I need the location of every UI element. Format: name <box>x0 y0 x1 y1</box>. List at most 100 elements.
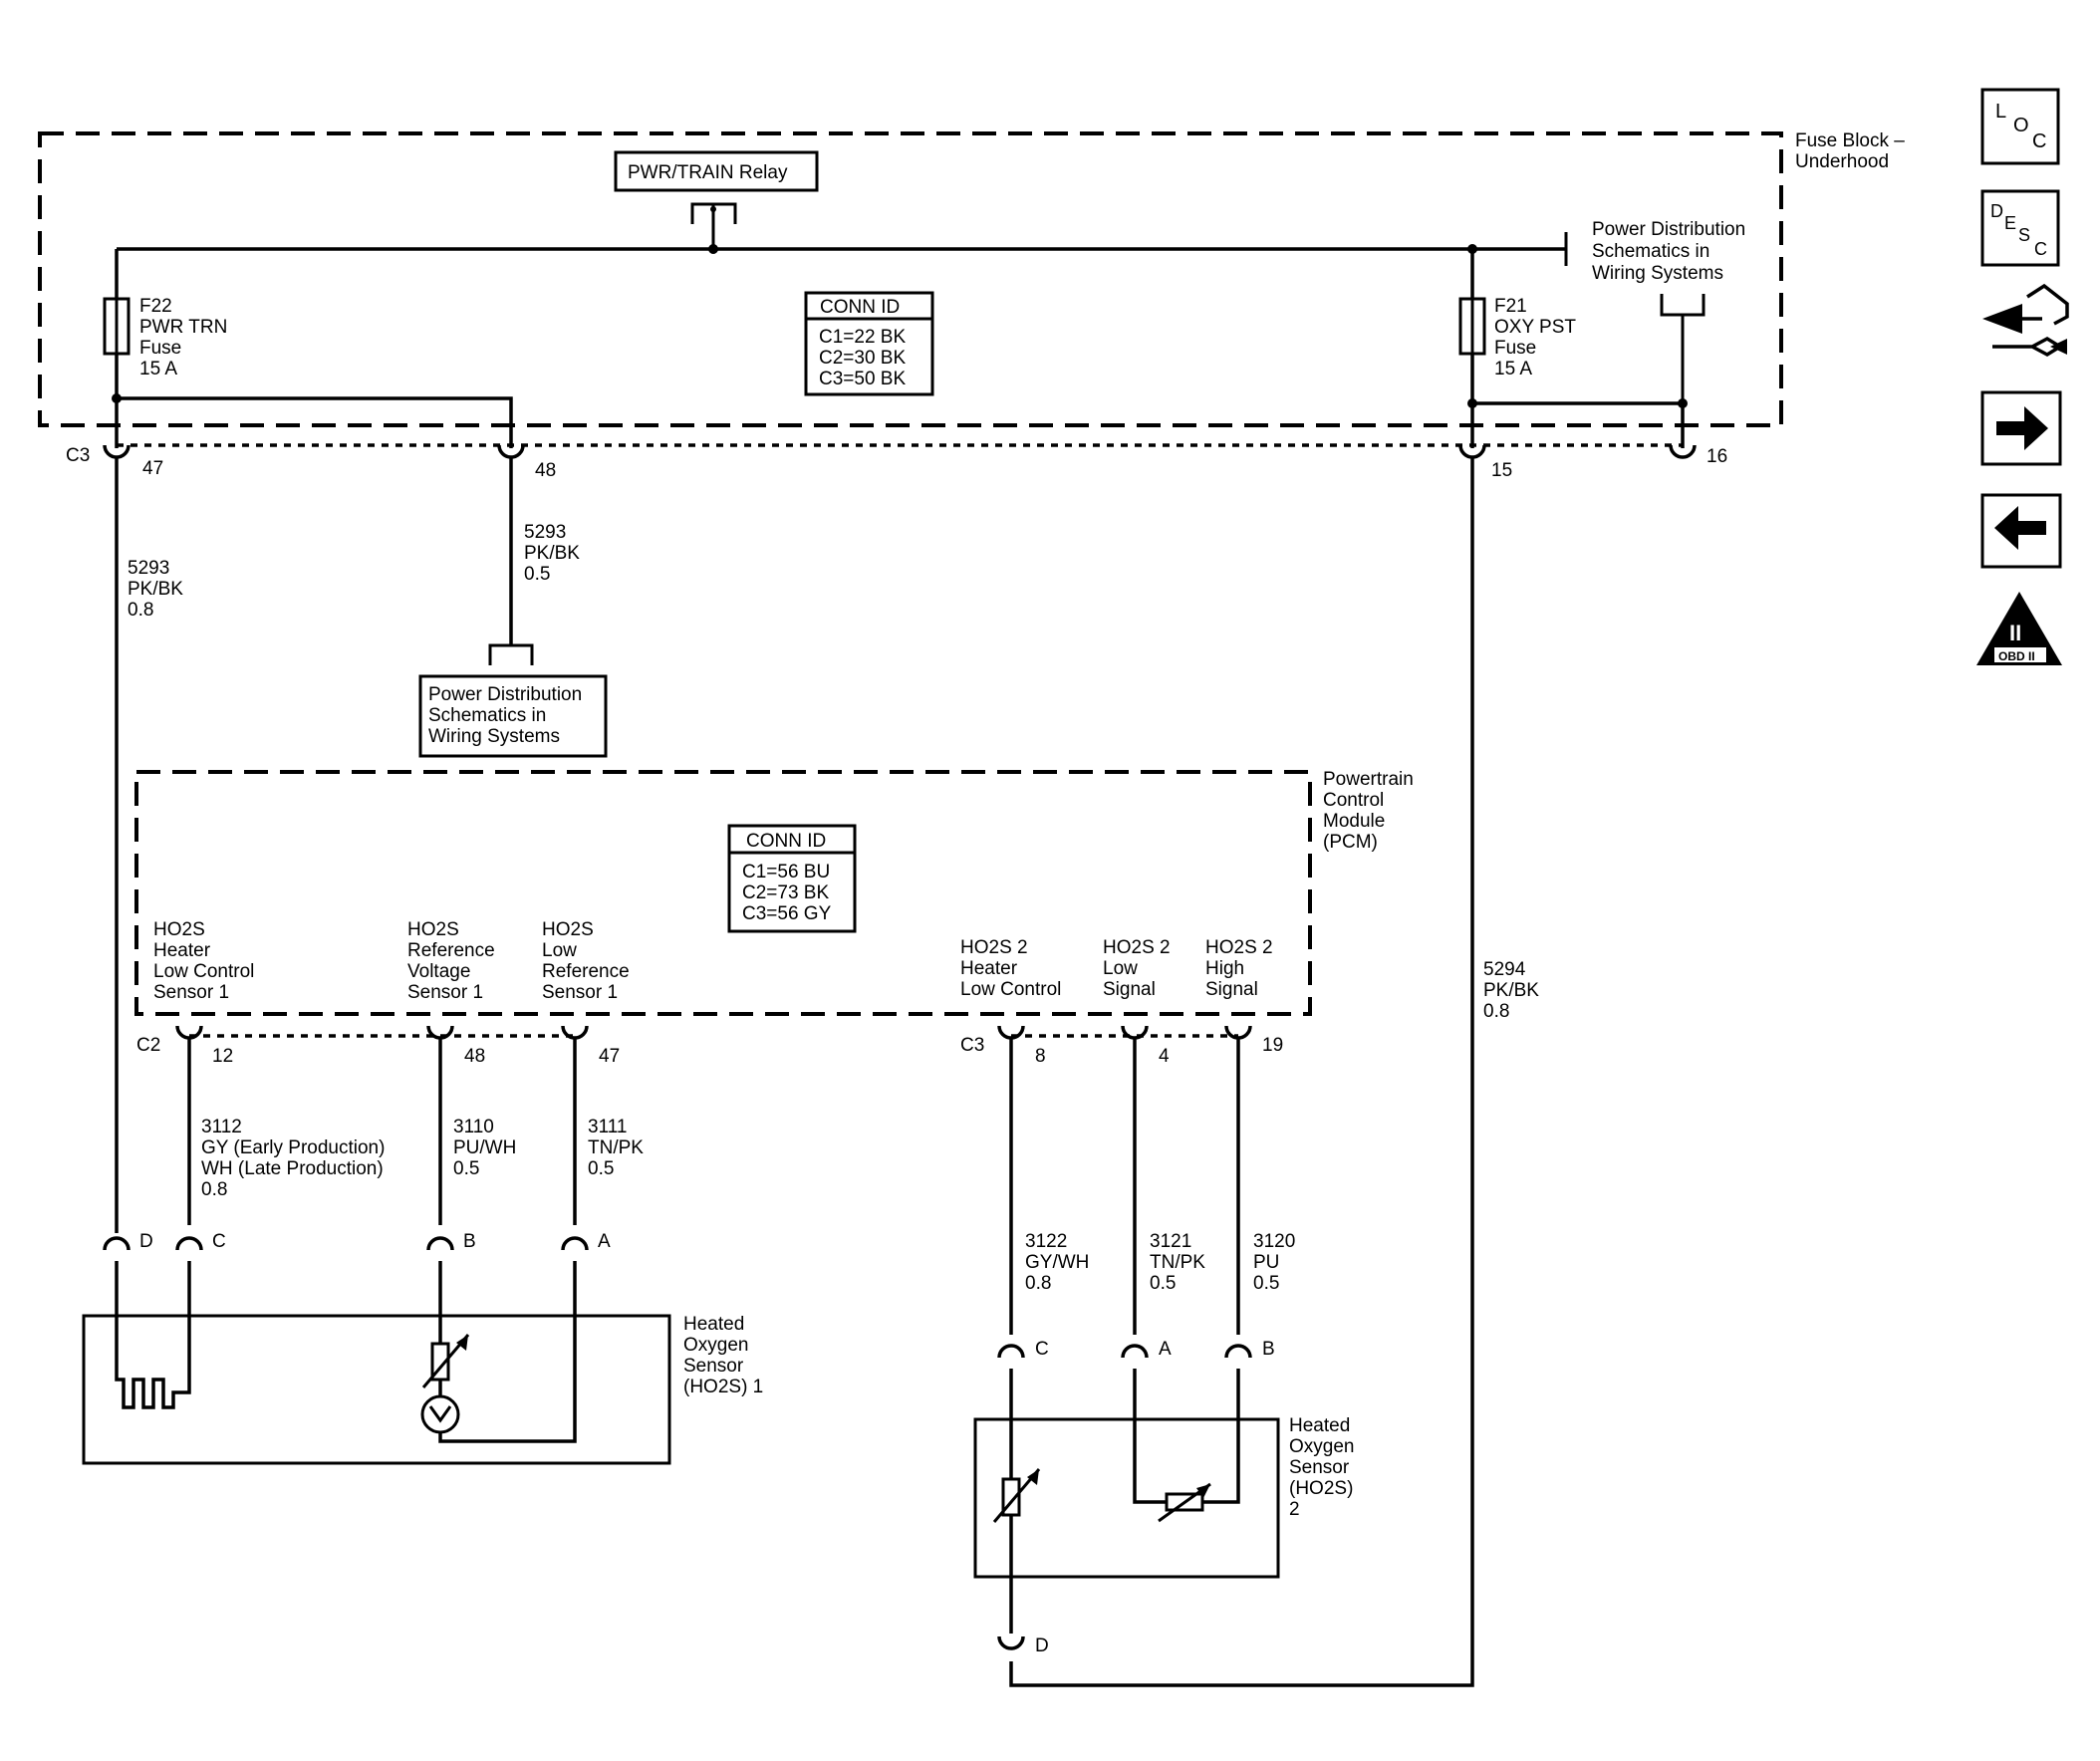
svg-text:C3=56 GY: C3=56 GY <box>742 903 832 924</box>
svg-text:Heated: Heated <box>1289 1415 1350 1436</box>
svg-text:A: A <box>598 1231 611 1252</box>
svg-text:0.5: 0.5 <box>1150 1273 1176 1294</box>
svg-text:8: 8 <box>1035 1046 1046 1067</box>
svg-text:3121: 3121 <box>1150 1231 1191 1252</box>
svg-text:GY (Early Production): GY (Early Production) <box>201 1137 385 1158</box>
svg-text:Reference: Reference <box>542 961 630 982</box>
svg-text:Fuse: Fuse <box>139 338 181 359</box>
svg-text:0.8: 0.8 <box>128 600 153 621</box>
heater-element <box>115 1261 191 1409</box>
svg-text:(HO2S) 1: (HO2S) 1 <box>683 1377 763 1397</box>
svg-text:Sensor: Sensor <box>1289 1457 1350 1478</box>
svg-text:Heated: Heated <box>683 1314 744 1335</box>
svg-text:C: C <box>1035 1339 1049 1360</box>
svg-text:3110: 3110 <box>453 1117 494 1137</box>
connector-wrench-icon[interactable] <box>1982 283 2069 358</box>
prev-page-button[interactable] <box>1980 493 2062 569</box>
svg-text:12: 12 <box>212 1046 233 1067</box>
svg-text:19: 19 <box>1262 1035 1283 1056</box>
svg-text:Wiring Systems: Wiring Systems <box>1592 263 1723 284</box>
svg-text:D: D <box>139 1231 153 1252</box>
fuse-block: Fuse Block – Underhood PWR/TRAIN Relay P… <box>38 130 1905 481</box>
svg-text:PWR/TRAIN Relay: PWR/TRAIN Relay <box>628 162 788 183</box>
svg-text:C: C <box>212 1231 226 1252</box>
svg-text:5294: 5294 <box>1483 959 1526 980</box>
svg-text:Low Control: Low Control <box>960 979 1061 1000</box>
svg-text:Signal: Signal <box>1205 979 1258 1000</box>
svg-text:HO2S 2: HO2S 2 <box>1103 937 1171 958</box>
svg-text:B: B <box>1262 1339 1275 1360</box>
svg-text:HO2S: HO2S <box>153 919 205 940</box>
svg-text:C: C <box>2034 239 2047 259</box>
svg-text:PK/BK: PK/BK <box>524 543 580 564</box>
svg-text:Reference: Reference <box>407 940 495 961</box>
svg-text:F21: F21 <box>1494 296 1527 317</box>
svg-text:PWR TRN: PWR TRN <box>139 317 227 338</box>
svg-text:3112: 3112 <box>201 1117 242 1137</box>
svg-text:0.8: 0.8 <box>201 1179 227 1200</box>
svg-text:(HO2S): (HO2S) <box>1289 1478 1353 1499</box>
svg-text:TN/PK: TN/PK <box>588 1137 644 1158</box>
svg-text:Voltage: Voltage <box>407 961 470 982</box>
svg-text:B: B <box>463 1231 476 1252</box>
svg-text:S: S <box>2018 225 2030 245</box>
svg-text:0.5: 0.5 <box>588 1158 614 1179</box>
svg-text:D: D <box>1035 1635 1049 1656</box>
svg-text:Oxygen: Oxygen <box>1289 1436 1354 1457</box>
nav-desc-button[interactable]: D E S C <box>1980 189 2060 267</box>
svg-text:PU: PU <box>1253 1252 1279 1273</box>
svg-text:3120: 3120 <box>1253 1231 1295 1252</box>
top-wires: 5293 PK/BK 0.8 5293 PK/BK 0.5 5294 PK/BK… <box>115 457 1539 1687</box>
svg-text:5293: 5293 <box>524 522 566 543</box>
svg-text:HO2S 2: HO2S 2 <box>960 937 1028 958</box>
svg-text:0.8: 0.8 <box>1483 1001 1509 1022</box>
svg-text:15 A: 15 A <box>139 359 177 379</box>
svg-text:C2=73 BK: C2=73 BK <box>742 882 829 903</box>
obd-ii-icon[interactable]: II OBD II <box>1976 592 2062 665</box>
svg-text:PU/WH: PU/WH <box>453 1137 516 1158</box>
svg-text:C1=22 BK: C1=22 BK <box>819 327 906 348</box>
svg-text:GY/WH: GY/WH <box>1025 1252 1089 1273</box>
svg-text:C2=30 BK: C2=30 BK <box>819 348 906 369</box>
svg-text:48: 48 <box>464 1046 485 1067</box>
svg-text:4: 4 <box>1159 1046 1170 1067</box>
nav-loc-button[interactable]: L O C <box>1980 88 2060 165</box>
pwr-train-relay <box>614 150 819 192</box>
svg-text:Heater: Heater <box>153 940 211 961</box>
pcm-label: Powertrain <box>1323 769 1414 790</box>
svg-text:Sensor 1: Sensor 1 <box>542 982 618 1003</box>
svg-text:A: A <box>1159 1339 1172 1360</box>
svg-text:47: 47 <box>599 1046 620 1067</box>
svg-text:CONN ID: CONN ID <box>820 297 900 318</box>
svg-text:High: High <box>1205 958 1244 979</box>
svg-text:Underhood: Underhood <box>1795 151 1889 172</box>
next-page-button[interactable] <box>1980 390 2062 466</box>
svg-text:16: 16 <box>1706 446 1727 467</box>
svg-text:C3: C3 <box>960 1035 984 1056</box>
svg-text:Sensor 1: Sensor 1 <box>153 982 229 1003</box>
svg-text:CONN ID: CONN ID <box>746 831 826 852</box>
conn-id-fuse-block <box>804 291 934 396</box>
svg-text:Fuse: Fuse <box>1494 338 1536 359</box>
svg-text:5293: 5293 <box>128 558 169 579</box>
svg-text:47: 47 <box>142 458 163 479</box>
svg-text:L: L <box>1995 101 2006 123</box>
svg-text:II: II <box>2009 621 2021 645</box>
svg-text:Power Distribution: Power Distribution <box>428 684 582 705</box>
svg-text:0.5: 0.5 <box>524 564 550 585</box>
heated-oxygen-sensor-2: C A B Heated Oxygen Sensor (HO2S) 2 D <box>973 1339 1354 1656</box>
svg-text:C1=56 BU: C1=56 BU <box>742 862 830 882</box>
svg-text:Low Control: Low Control <box>153 961 254 982</box>
svg-text:0.5: 0.5 <box>453 1158 479 1179</box>
svg-text:Wiring Systems: Wiring Systems <box>428 726 560 747</box>
svg-text:3122: 3122 <box>1025 1231 1067 1252</box>
svg-text:PK/BK: PK/BK <box>128 579 183 600</box>
svg-text:C2: C2 <box>136 1035 160 1056</box>
svg-text:Schematics in: Schematics in <box>428 705 546 726</box>
svg-text:F22: F22 <box>139 296 172 317</box>
svg-text:Sensor: Sensor <box>683 1356 744 1377</box>
sensor1-body <box>82 1314 671 1465</box>
arrow-left-icon <box>1994 506 2046 550</box>
power-distribution-box <box>418 674 608 758</box>
